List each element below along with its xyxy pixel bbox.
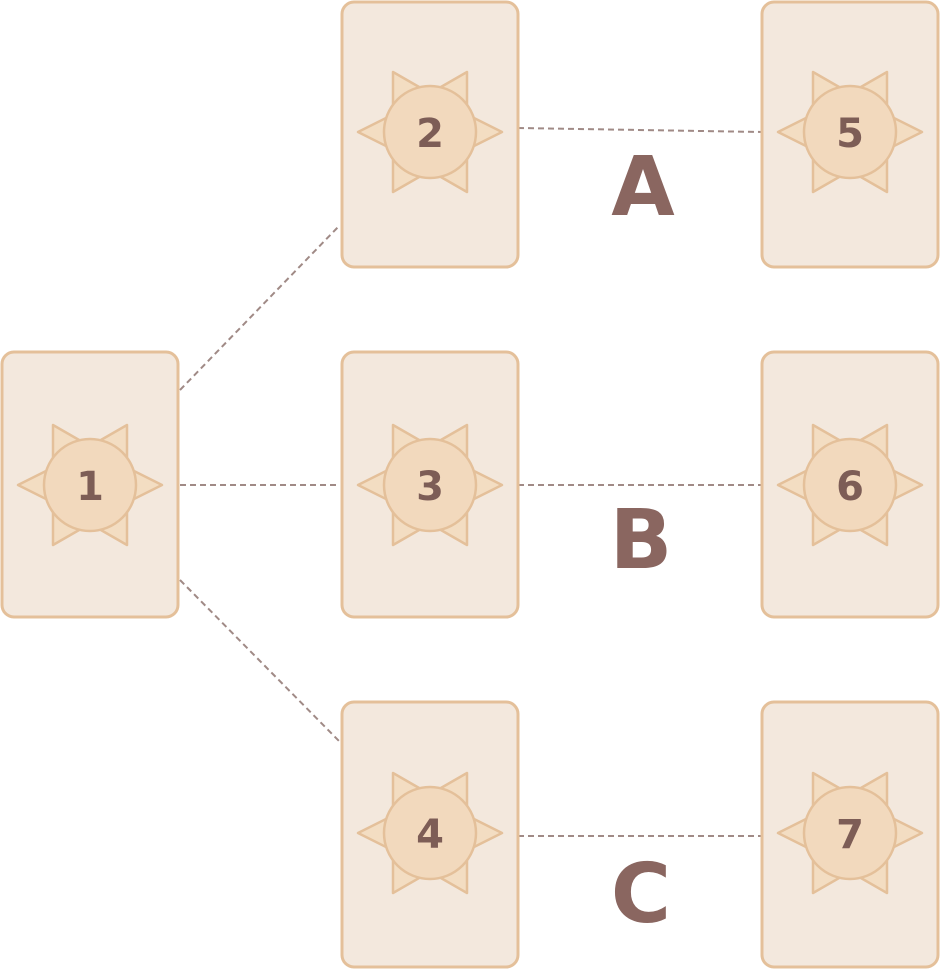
card-number: 1 — [76, 464, 104, 510]
card-number: 5 — [836, 111, 864, 157]
sun-icon — [356, 423, 504, 547]
card-number: 7 — [836, 812, 864, 858]
connector-2-5 — [517, 127, 763, 133]
card-6: 6 — [760, 350, 940, 619]
card-5: 5 — [760, 0, 940, 269]
sun-icon — [16, 423, 164, 547]
card-2: 2 — [340, 0, 520, 269]
group-label-c: C — [611, 847, 671, 942]
card-number: 2 — [416, 111, 444, 157]
connector-1-4 — [179, 579, 341, 743]
card-number: 3 — [416, 464, 444, 510]
sun-icon — [776, 771, 924, 895]
card-number: 6 — [836, 464, 864, 510]
sun-icon — [776, 423, 924, 547]
sun-icon — [356, 771, 504, 895]
sun-icon — [776, 70, 924, 194]
card-7: 7 — [760, 700, 940, 969]
card-1: 1 — [0, 350, 180, 619]
card-3: 3 — [340, 350, 520, 619]
group-label-a: A — [611, 140, 675, 235]
sun-icon — [356, 70, 504, 194]
connectors — [179, 127, 763, 837]
group-label-b: B — [610, 493, 673, 588]
card-4: 4 — [340, 700, 520, 969]
card-number: 4 — [416, 812, 444, 858]
connector-1-2 — [179, 224, 341, 391]
